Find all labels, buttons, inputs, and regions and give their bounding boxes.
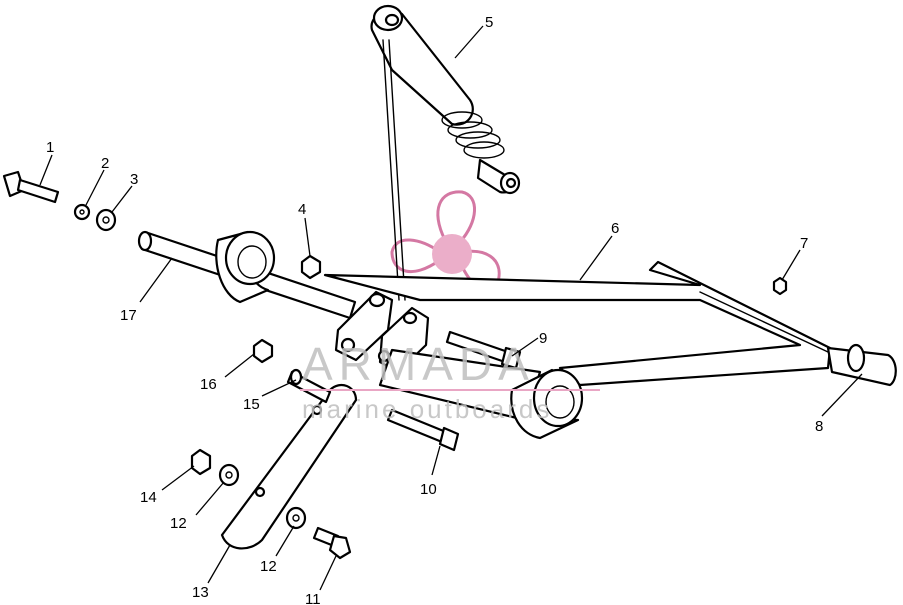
nut-16: [252, 338, 274, 364]
callout-17: 17: [120, 307, 137, 324]
washer-12-right: [285, 506, 307, 530]
shock-absorber: [370, 4, 521, 301]
leader-lines: [39, 25, 863, 591]
nut-4: [300, 254, 322, 280]
callout-15: 15: [243, 396, 260, 413]
propeller-logo: [390, 190, 501, 293]
callout-7: 7: [800, 235, 808, 252]
propeller-hub: [432, 234, 472, 274]
callout-6: 6: [611, 220, 619, 237]
callout-11: 11: [305, 591, 321, 605]
a-arm-frame: [323, 260, 897, 387]
washer-3: [95, 208, 117, 232]
shaft-bushing: [215, 230, 276, 304]
callout-12-right: 12: [260, 558, 277, 575]
propeller-blade-top: [436, 190, 476, 244]
callout-12-left: 12: [170, 515, 187, 532]
callout-10: 10: [420, 481, 437, 498]
callout-3: 3: [130, 171, 138, 188]
watermark-subtitle: marine outboards: [302, 394, 552, 424]
callout-4: 4: [298, 201, 306, 218]
propeller-blade-left: [390, 238, 442, 273]
callout-5: 5: [485, 14, 493, 31]
link-arm: [220, 368, 358, 550]
bolt-10: [386, 408, 460, 452]
washer-2: [73, 203, 91, 221]
nut-7: [772, 276, 788, 296]
callout-16: 16: [200, 376, 217, 393]
callout-8: 8: [815, 418, 823, 435]
callout-labels: 1 2 3 4 5 6 7 8 9 10 11 12 12 13 14 15 1…: [46, 14, 823, 605]
nut-14: [190, 448, 212, 476]
callout-1: 1: [46, 139, 54, 156]
watermark-brand: ARMADA: [302, 338, 535, 390]
callout-9: 9: [539, 330, 547, 347]
bolt-9: [445, 330, 522, 370]
bolt-11: [312, 526, 352, 560]
washer-12-left: [218, 463, 240, 487]
callout-13: 13: [192, 584, 209, 601]
callout-2: 2: [101, 155, 109, 172]
lower-cross-tube: [378, 348, 584, 440]
bolt-1: [2, 170, 60, 204]
callout-14: 14: [140, 489, 157, 506]
